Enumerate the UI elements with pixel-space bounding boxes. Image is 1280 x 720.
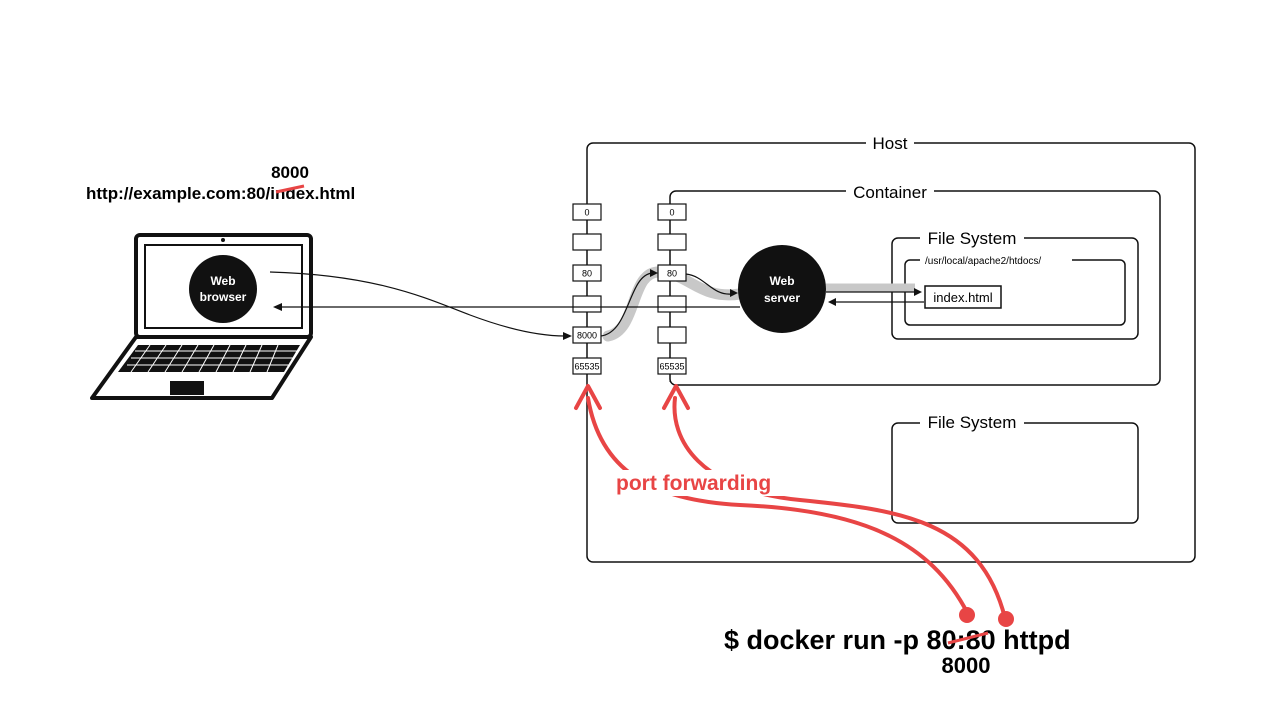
forward-arrow — [600, 272, 653, 337]
browser-label-line1: Web — [210, 274, 235, 288]
web-browser-node: Web browser — [189, 255, 257, 323]
container-port-label: 0 — [669, 208, 674, 218]
container-port-column: 0 80 65535 — [657, 203, 687, 375]
host-filesystem-label: File System — [928, 413, 1017, 432]
container-port-label: 80 — [667, 269, 677, 279]
host-port-box — [572, 233, 602, 251]
container-port-box — [657, 326, 687, 344]
host-port-box — [572, 295, 602, 313]
command-suffix: httpd — [996, 625, 1071, 655]
container-port-box — [657, 295, 687, 313]
container-filesystem-label: File System — [928, 229, 1017, 248]
container-port-box — [657, 203, 687, 221]
server-label-line1: Web — [769, 274, 794, 288]
container-port-red-curve — [672, 396, 1007, 620]
command-new-host-port: 8000 — [942, 653, 991, 678]
port-forwarding-annotation: port forwarding — [574, 384, 1014, 627]
command-old-host-port: 80 — [927, 625, 957, 655]
host-port-box — [572, 264, 602, 282]
host-port-label: 8000 — [577, 331, 597, 341]
host-label: Host — [873, 134, 908, 153]
web-server-node: Web server — [738, 245, 826, 333]
url-old-port: 80 — [247, 184, 266, 203]
host-port-box — [572, 203, 602, 221]
host-port-box — [572, 326, 602, 344]
index-html-label: index.html — [933, 290, 992, 305]
host-filesystem-box — [891, 422, 1139, 524]
url-port-strikethrough — [275, 184, 305, 194]
host-port-red-curve — [586, 396, 970, 616]
host-port-label: 65535 — [574, 362, 599, 372]
server-label-line2: server — [764, 291, 800, 305]
laptop-touchpad — [170, 381, 204, 395]
command-prefix: $ docker run -p — [724, 625, 927, 655]
browser-label-line2: browser — [200, 290, 247, 304]
container-port-box — [657, 233, 687, 251]
htdocs-path: /usr/local/apache2/htdocs/ — [925, 256, 1041, 267]
host-port-column: 0 80 8000 65535 — [572, 203, 602, 375]
port-forwarding-label: port forwarding — [616, 472, 771, 495]
host-port-label: 0 — [584, 208, 589, 218]
container-port-dot — [998, 611, 1014, 627]
url-suffix: /index.html — [266, 184, 356, 203]
host-port-label: 80 — [582, 269, 592, 279]
request-arrow — [269, 271, 566, 337]
laptop-icon — [90, 233, 313, 400]
host-port-box — [572, 357, 602, 375]
index-html-file — [924, 285, 1002, 309]
docker-command: $ docker run -p 80:80 httpd — [724, 625, 1071, 655]
command-container-port: 80 — [966, 625, 996, 655]
container-port-label: 65535 — [659, 362, 684, 372]
host-port-dot — [959, 607, 975, 623]
laptop-keyboard — [118, 344, 300, 373]
command-port-strikethrough — [947, 631, 989, 645]
container-label: Container — [853, 183, 927, 202]
to-server-arrow — [685, 273, 733, 295]
url-prefix: http://example.com: — [86, 184, 247, 203]
container-port-box — [657, 357, 687, 375]
url-text: http://example.com:80/index.html — [86, 184, 355, 203]
url-new-port: 8000 — [271, 163, 309, 182]
